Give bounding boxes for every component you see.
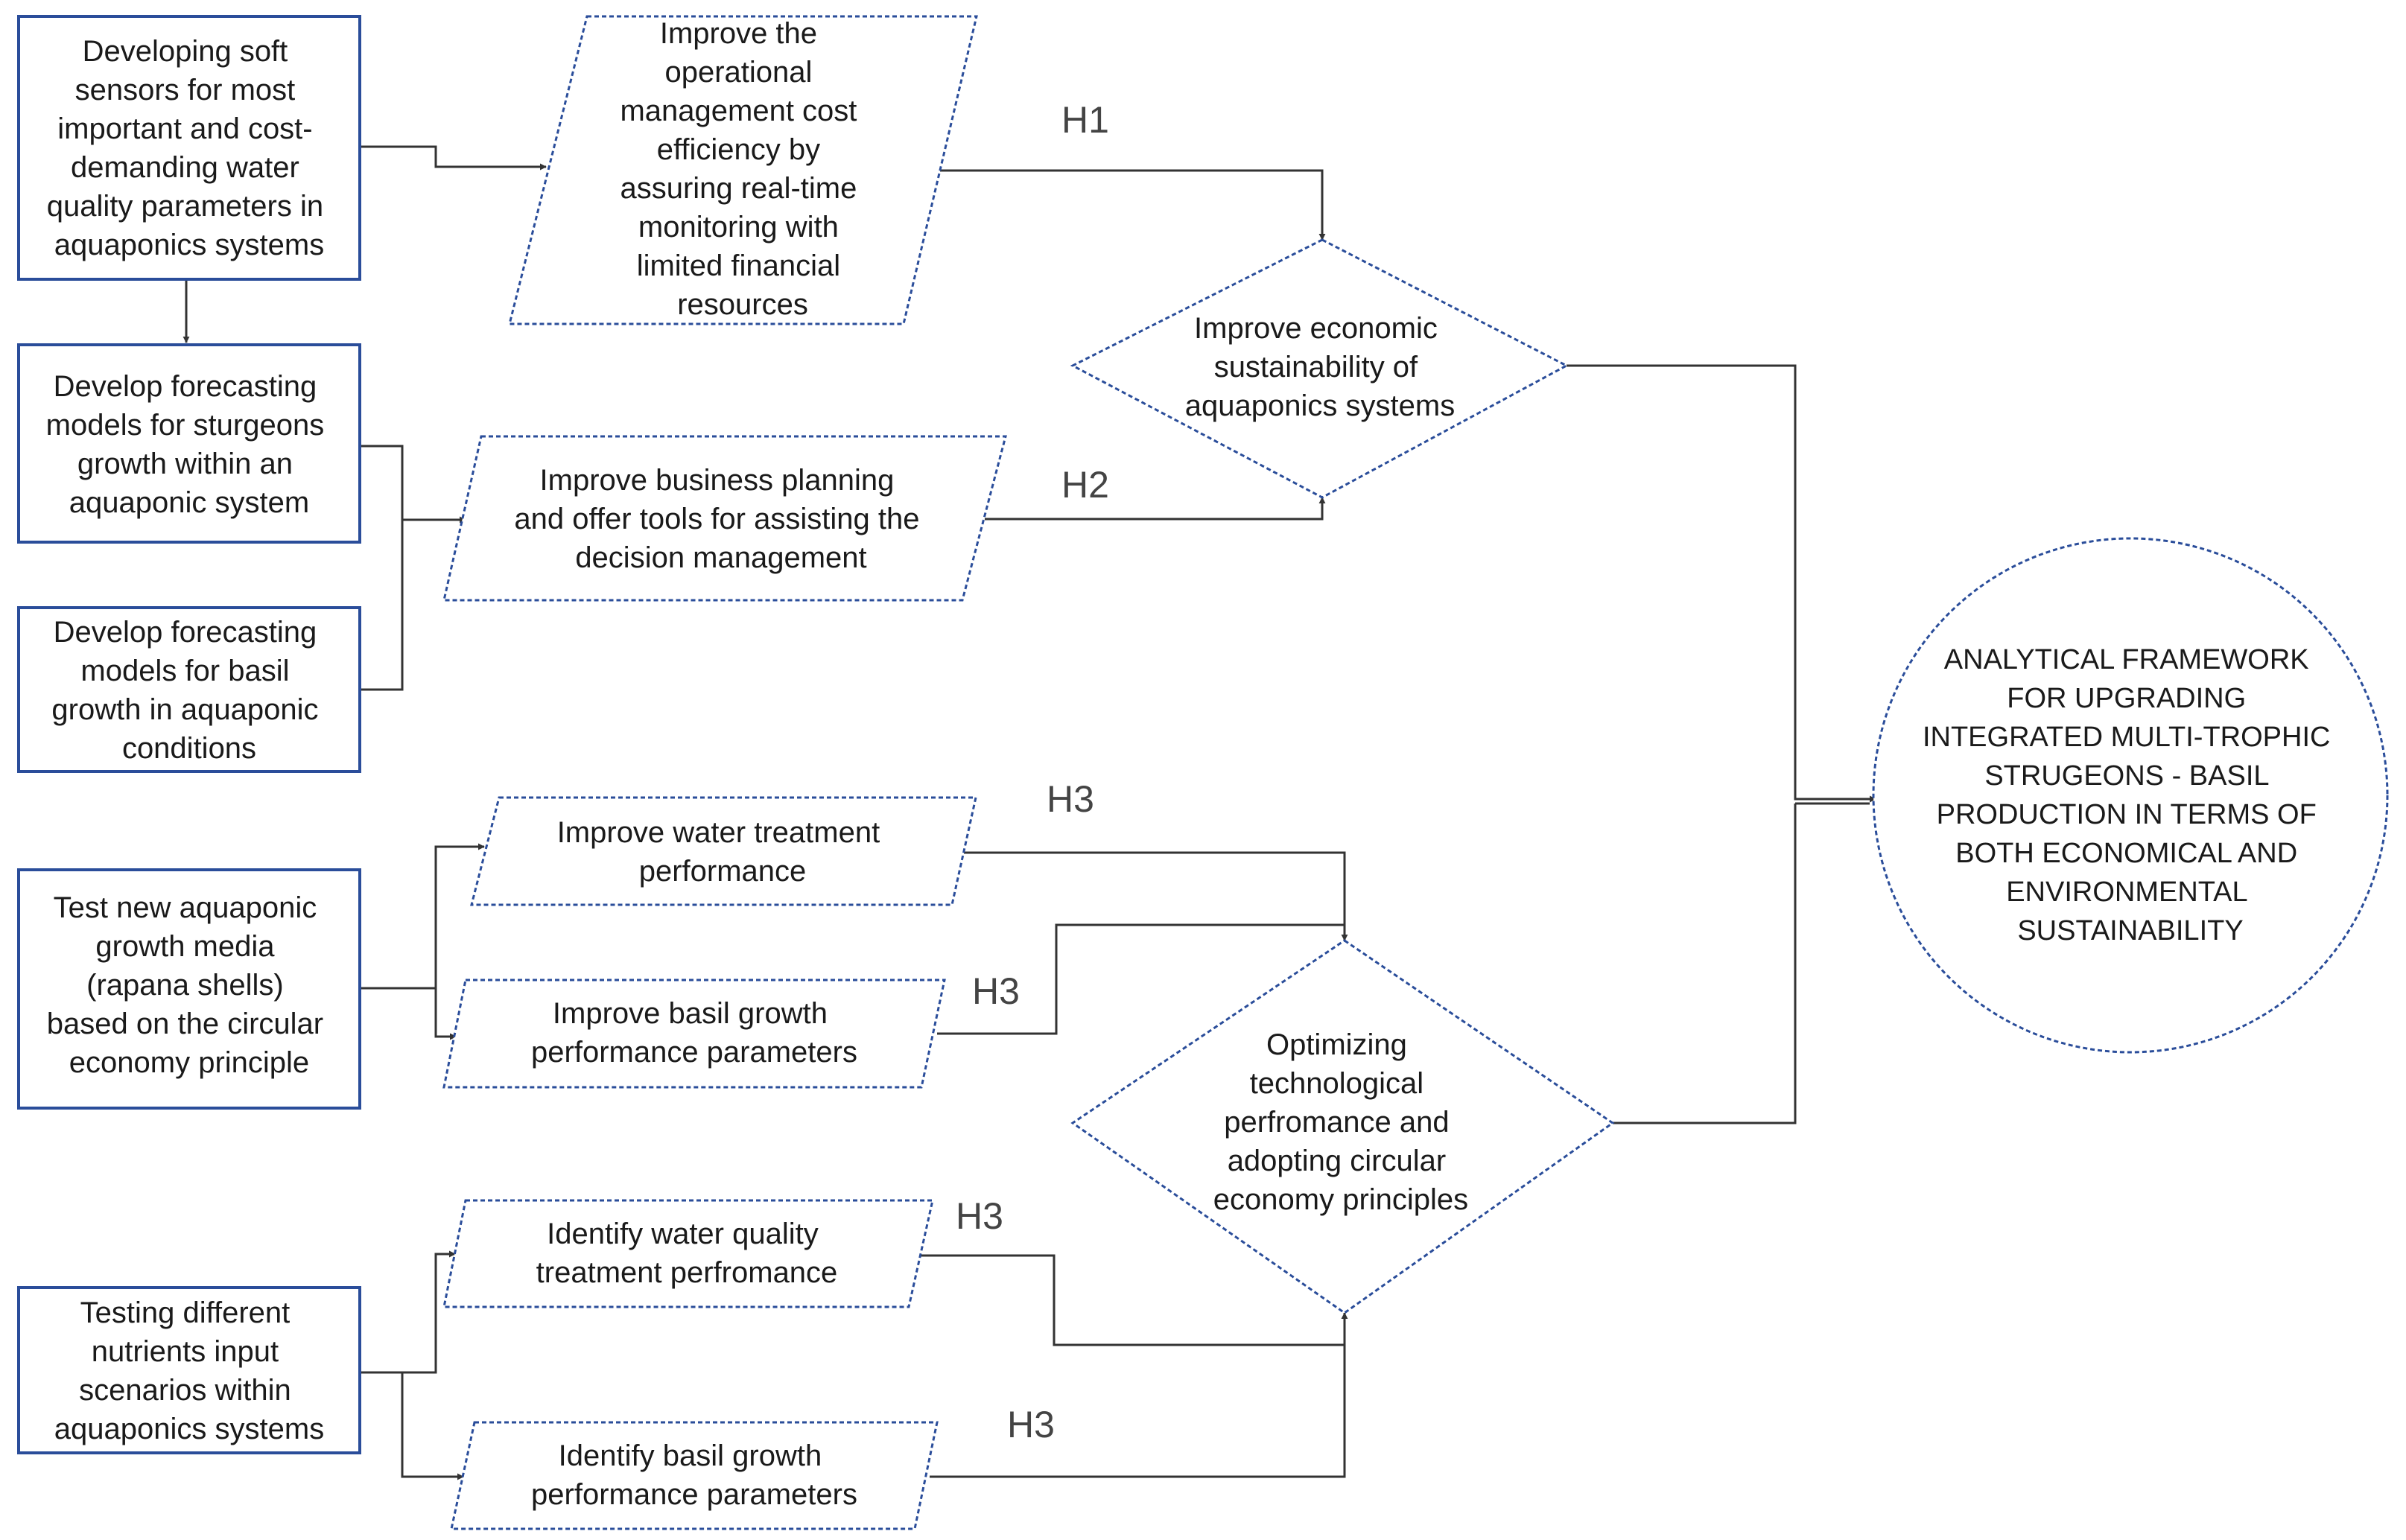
outcome-text-operational-cost: Improve the operational management cost … (620, 17, 865, 321)
connector-o3-d2 (964, 851, 1348, 941)
goal-text: ANALYTICAL FRAMEWORK FOR UPGRADING INTEG… (1923, 644, 2338, 946)
source-text-sturgeon-forecasting: Develop forecasting models for sturgeons… (46, 370, 333, 519)
source-box-basil-forecasting: Develop forecasting models for basil gro… (17, 606, 361, 773)
connector-o6-d2 (930, 1345, 1346, 1478)
hypothesis-labels: H1 H2 H3 H3 H3 H3 (956, 99, 1109, 1445)
hypothesis-label-h1: H1 (1061, 99, 1109, 141)
outcome-text-basil-performance: Identify basil growth performance parame… (531, 1439, 857, 1511)
outcome-para-water-quality: Identify water quality treatment perfrom… (442, 1199, 934, 1308)
connector-o4-d2 (937, 923, 1345, 1035)
source-text-soft-sensors: Developing soft sensors for most importa… (47, 35, 331, 261)
connector-s3-o2 (360, 520, 404, 691)
connector-d2-goal (1613, 804, 1797, 1124)
source-box-nutrient-scenarios: Testing different nutrients input scenar… (17, 1286, 361, 1454)
outcome-para-business-planning: Improve business planning and offer tool… (442, 435, 1007, 602)
hypothesis-label-h3-basil-growth: H3 (972, 970, 1020, 1012)
connector-d1-goal (1567, 364, 1876, 803)
outcome-text-basil-growth: Improve basil growth performance paramet… (531, 997, 857, 1069)
outcome-para-operational-cost: Improve the operational management cost … (508, 15, 978, 325)
connector-s5-o5 (360, 1250, 456, 1374)
hypothesis-label-h2: H2 (1061, 464, 1109, 506)
connector-o2-d1 (985, 497, 1326, 521)
outcome-para-basil-performance: Identify basil growth performance parame… (450, 1421, 939, 1530)
goal-circle: ANALYTICAL FRAMEWORK FOR UPGRADING INTEG… (1872, 537, 2389, 1054)
hypothesis-label-h3-water-treatment: H3 (1047, 778, 1094, 820)
source-text-nutrient-scenarios: Testing different nutrients input scenar… (54, 1296, 324, 1445)
connector-s4-o4 (434, 988, 457, 1040)
connector-o5-d2 (921, 1254, 1348, 1346)
connector-s4-o3 (360, 843, 485, 990)
connectors (182, 145, 1876, 1480)
hypothesis-label-h3-basil-performance: H3 (1007, 1404, 1055, 1445)
objective-text-economic: Improve economic sustainability of aquap… (1185, 312, 1455, 422)
connector-s5-o6 (401, 1372, 464, 1480)
source-box-soft-sensors: Developing soft sensors for most importa… (17, 15, 361, 281)
connector-s2-o2 (360, 445, 466, 524)
outcome-text-water-quality: Identify water quality treatment perfrom… (536, 1218, 838, 1289)
source-text-basil-forecasting: Develop forecasting models for basil gro… (51, 616, 326, 765)
objective-text-technological: Optimizing technological perfromance and… (1213, 1028, 1468, 1216)
outcome-text-water-treatment: Improve water treatment performance (557, 816, 889, 888)
connector-o1-d1 (940, 169, 1326, 241)
source-box-growth-media: Test new aquaponic growth media (rapana … (17, 868, 361, 1110)
source-text-growth-media: Test new aquaponic growth media (rapana … (47, 891, 331, 1079)
hypothesis-label-h3-water-quality: H3 (956, 1195, 1003, 1237)
source-box-sturgeon-forecasting: Develop forecasting models for sturgeons… (17, 343, 361, 544)
outcome-para-water-treatment: Improve water treatment performance (470, 796, 977, 906)
outcome-para-basil-growth: Improve basil growth performance paramet… (442, 979, 946, 1089)
objective-diamond-technological: Optimizing technological perfromance and… (1070, 939, 1615, 1314)
objective-diamond-economic: Improve economic sustainability of aquap… (1070, 238, 1569, 499)
connector-s1-o1 (360, 145, 547, 171)
outcome-text-business-planning: Improve business planning and offer tool… (514, 464, 927, 574)
